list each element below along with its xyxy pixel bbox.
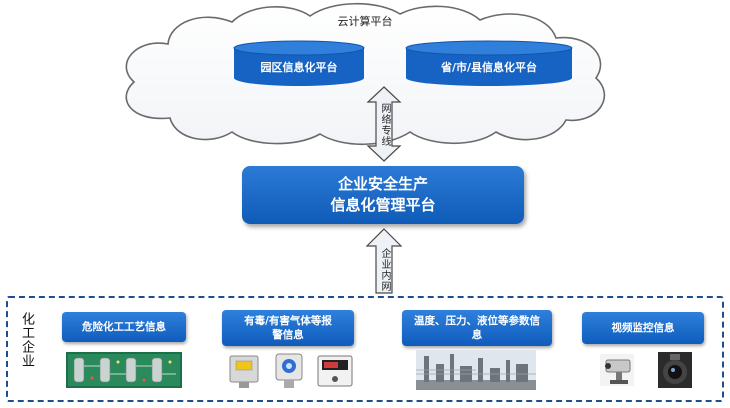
cloud-shape [125,2,606,146]
dedicated-line-label: 网络专线 [379,103,390,147]
park-platform-database-icon [233,40,365,86]
process-control-panel-image [66,352,182,388]
video-monitor-info-button[interactable]: 视频监控信息 [582,312,704,344]
chemical-plant-image [416,350,536,390]
main-platform-line2: 信息化管理平台 [330,196,436,214]
gov-platform-database-icon [405,40,573,86]
surveillance-camera-image [598,350,694,390]
up-arrow-icon [366,228,402,294]
main-platform-box: 企业安全生产 信息化管理平台 [242,166,524,224]
park-platform-label: 园区信息化平台 [260,61,338,74]
intranet-label: 企业内网 [379,248,390,292]
double-arrow-icon [366,86,402,162]
cloud-title: 云计算平台 [337,15,393,28]
process-info-button[interactable]: 危险化工工艺信息 [62,312,186,342]
enterprise-side-label: 化工企业 [19,312,34,368]
enterprise-container [6,296,724,402]
gas-alarm-info-button[interactable]: 有毒/有害气体等报警信息 [222,310,354,346]
parameter-info-button[interactable]: 温度、压力、液位等参数信息 [402,310,552,346]
main-platform-line1: 企业安全生产 [337,175,428,193]
gov-platform-label: 省/市/县信息化平台 [440,61,538,74]
gas-detector-image [226,352,356,390]
